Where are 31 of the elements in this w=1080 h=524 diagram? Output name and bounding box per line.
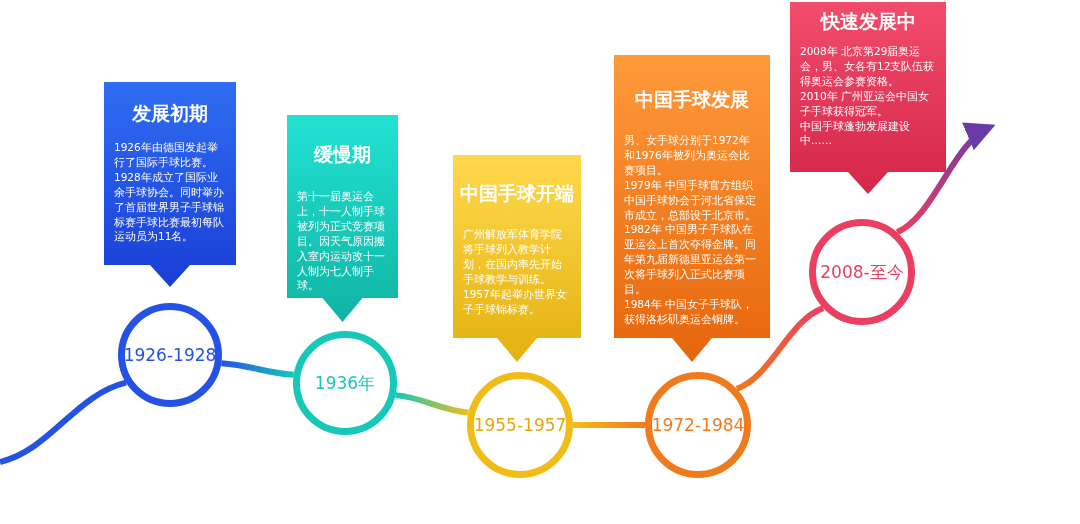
callout-text: 男、女手球分别于1972年和1976年被列为奥运会比赛项目。 — [624, 133, 751, 178]
year-label: 1926-1928 — [123, 345, 217, 365]
timeline-curve — [573, 422, 645, 428]
callout-text: 2010年 广州亚运会中国女子手球获得冠军。 — [800, 88, 931, 119]
callout-text: 1984年 中国女子手球队，获得洛杉矶奥运会铜牌。 — [624, 296, 755, 327]
callout-box — [287, 115, 398, 322]
callout-text: 1982年 中国男子手球队在亚运会上首次夺得金牌。同年第九届新德里亚运会第一次将手球列入正式比赛项目。 — [624, 222, 757, 297]
callout-text: 1979年 中国手球官方组织中国手球协会于河北省保定市成立，总部设于北京市。 — [624, 177, 757, 223]
callout-heading: 中国手球开端 — [459, 181, 575, 206]
callout-heading: 中国手球发展 — [634, 87, 750, 112]
timeline-curve — [221, 360, 294, 378]
timeline-arrow — [895, 124, 996, 235]
callout-box — [614, 55, 770, 362]
callout-box — [104, 82, 236, 287]
year-label: 2008-至今 — [820, 260, 904, 284]
callout-heading: 发展初期 — [131, 101, 209, 126]
timeline-curve — [395, 392, 469, 416]
callout-heading: 快速发展中 — [819, 9, 917, 34]
timeline-curve — [0, 379, 127, 465]
callout-box — [790, 2, 946, 194]
callout-text: 第十一届奥运会上，十一人制手球被列为正式竞赛项目。因天气原因搬入室内运动改十一人制为七人制手球。 — [297, 189, 386, 294]
callout-text: 1926年由德国发起举行了国际手球比赛。1928年成立了国际业余手球协会。同时举办了首届世界男子手球锦标赛手球比赛最初每队运动员为11名。 — [114, 140, 225, 245]
callout-text: 2008年 北京第29届奥运会，男、女各有12支队伍获得奥运会参赛资格。 — [800, 44, 936, 89]
timeline-curve — [735, 305, 825, 392]
year-label: 1955-1957 — [473, 415, 567, 435]
callout-text: 中国手球蓬勃发展建设中…… — [800, 118, 911, 149]
callout-text: 广州解放军体育学院将手球列入教学计划，在国内率先开始手球教学与训练。1957年起举办世界女子手球锦标赛。 — [463, 227, 568, 317]
year-label: 1972-1984 — [651, 415, 745, 435]
callout-box — [453, 155, 581, 362]
year-label: 1936年 — [314, 371, 376, 395]
callout-heading: 缓慢期 — [313, 142, 372, 167]
